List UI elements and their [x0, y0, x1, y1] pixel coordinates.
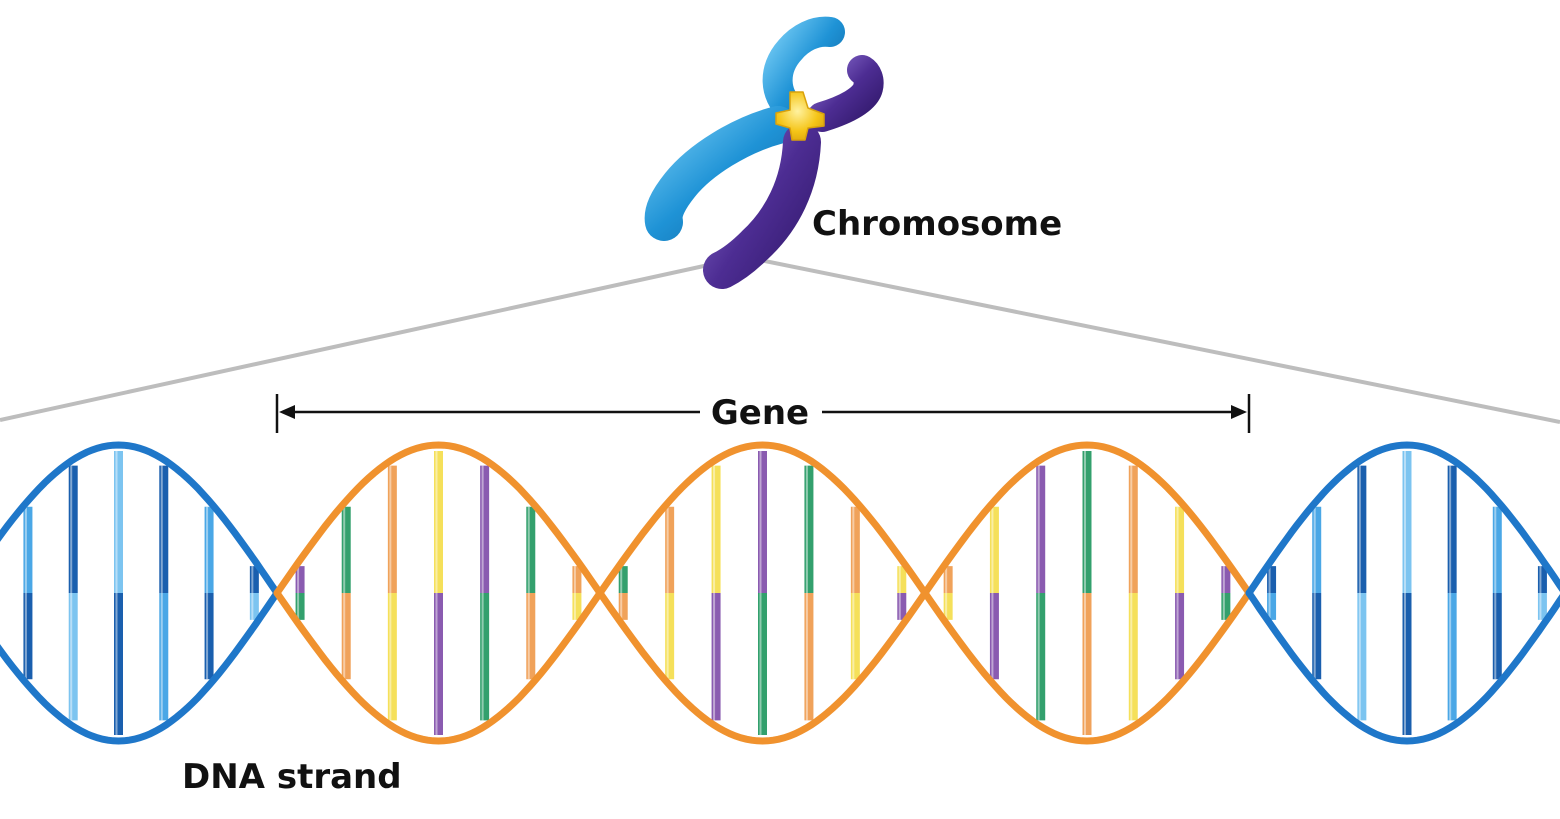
gene-arrowhead-left: [279, 405, 295, 419]
zoom-line-left: [0, 255, 746, 422]
dna-backbones: [0, 441, 1560, 745]
dna-backbone-upper: [596, 441, 929, 597]
chromatid-right-upper: [807, 55, 884, 132]
dna-backbone-upper: [0, 441, 281, 597]
gene-arrowhead-right: [1231, 405, 1247, 419]
chromosome-label: Chromosome: [812, 204, 1062, 244]
gene-label: Gene: [711, 393, 809, 433]
gene-bracket: [275, 394, 1251, 433]
chromatid-left-lower: [644, 106, 797, 241]
dna-backbone-lower: [273, 589, 604, 745]
zoom-line-right: [744, 255, 1560, 424]
dna-helix: [0, 441, 1560, 745]
centromere: [775, 91, 825, 141]
zoom-lines: [0, 255, 1560, 424]
dna-backbone-lower: [596, 589, 929, 745]
dna-backbone-upper: [921, 441, 1253, 597]
chromosome: [644, 16, 884, 289]
dna-backbone-lower: [0, 589, 281, 745]
dna-backbone-upper: [1245, 441, 1560, 597]
dna-backbone-lower: [1245, 589, 1560, 745]
dna-base-pairs: [23, 451, 1547, 735]
dna-strand-label: DNA strand: [182, 757, 402, 797]
dna-backbone-lower: [921, 589, 1253, 745]
chromatid-right-lower: [703, 123, 821, 289]
dna-backbone-upper: [273, 441, 604, 597]
chromatid-left-upper: [762, 16, 845, 123]
